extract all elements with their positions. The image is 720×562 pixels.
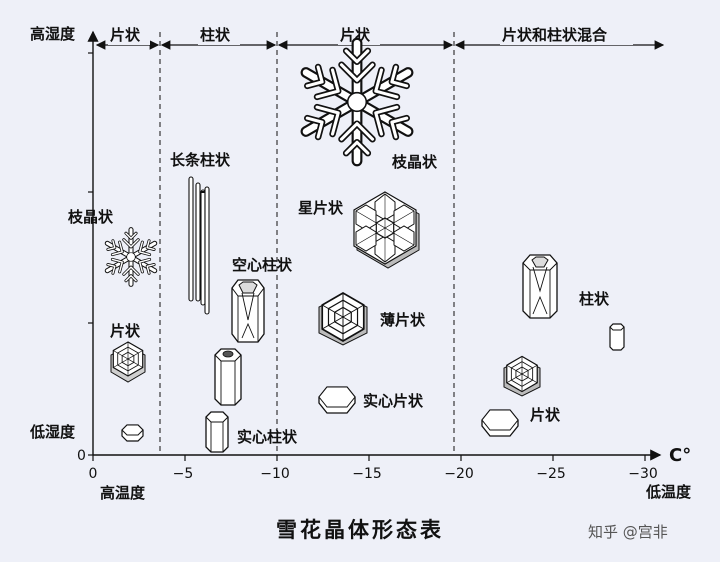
dendrite-level-label: 枝晶状 (68, 208, 114, 226)
zone-separators (159, 32, 455, 455)
small-prism-crystal-left (121, 424, 144, 442)
low-humidity-label: 低湿度 (29, 423, 76, 441)
dendrite-label: 枝晶状 (392, 153, 438, 171)
x-tick-label: −30 (628, 466, 658, 482)
x-tick-label: 0 (89, 466, 98, 482)
solid-plate-crystal-mixed (481, 409, 519, 437)
thin-plate-crystal (318, 292, 368, 346)
watermark: 知乎 @宫非 (588, 523, 668, 541)
large-dendrite-crystal (298, 43, 416, 161)
y-zero-label: 0 (77, 448, 86, 464)
stellar-plate-crystal (353, 191, 420, 269)
hollow-column-label: 空心柱状 (232, 256, 293, 274)
small-dendrite-crystal (104, 230, 159, 285)
zone-label-plate-2: 片状 (340, 26, 371, 44)
zone-label-plate-1: 片状 (110, 26, 141, 44)
high-humidity-label: 高湿度 (30, 25, 76, 43)
x-tick-label: −20 (444, 466, 474, 482)
needle-crystals (188, 176, 210, 315)
high-temperature-label: 高温度 (100, 484, 146, 502)
solid-column-crystal (205, 411, 229, 453)
hex-plate-crystal-mixed (503, 355, 541, 397)
diagram-title: 雪花晶体形态表 (276, 518, 444, 542)
solid-plate-crystal (318, 386, 356, 414)
x-tick-label: −5 (173, 466, 194, 482)
x-tick-label: −25 (536, 466, 566, 482)
hollow-column-crystal (231, 279, 265, 343)
plate-mixed-label: 片状 (530, 406, 561, 424)
needle-label: 长条柱状 (170, 151, 231, 169)
column-crystal-mixed (522, 254, 558, 319)
x-tick-label: −10 (260, 466, 290, 482)
zone-label-mixed: 片状和柱状混合 (502, 26, 608, 44)
hex-plate-crystal-left (110, 341, 146, 383)
x-axis-ticks: 0−5−10−15−20−25−30−35 (89, 455, 658, 482)
plate-level-label: 片状 (110, 322, 141, 340)
thin-plate-label: 薄片状 (380, 311, 426, 329)
low-temperature-label: 低温度 (645, 483, 692, 501)
small-prism-crystal-right (609, 323, 625, 351)
x-tick-label: −15 (352, 466, 382, 482)
temperature-unit: C° (669, 445, 691, 466)
column-mixed-label: 柱状 (579, 290, 610, 308)
solid-column-label: 实心柱状 (237, 428, 298, 446)
solid-plate-label: 实心片状 (363, 392, 424, 410)
column-crystal-mid (214, 348, 242, 406)
stellar-plate-label: 星片状 (298, 199, 344, 217)
zone-label-column: 柱状 (200, 26, 231, 44)
axes: 0−5−10−15−20−25−30−35 (87, 30, 662, 482)
